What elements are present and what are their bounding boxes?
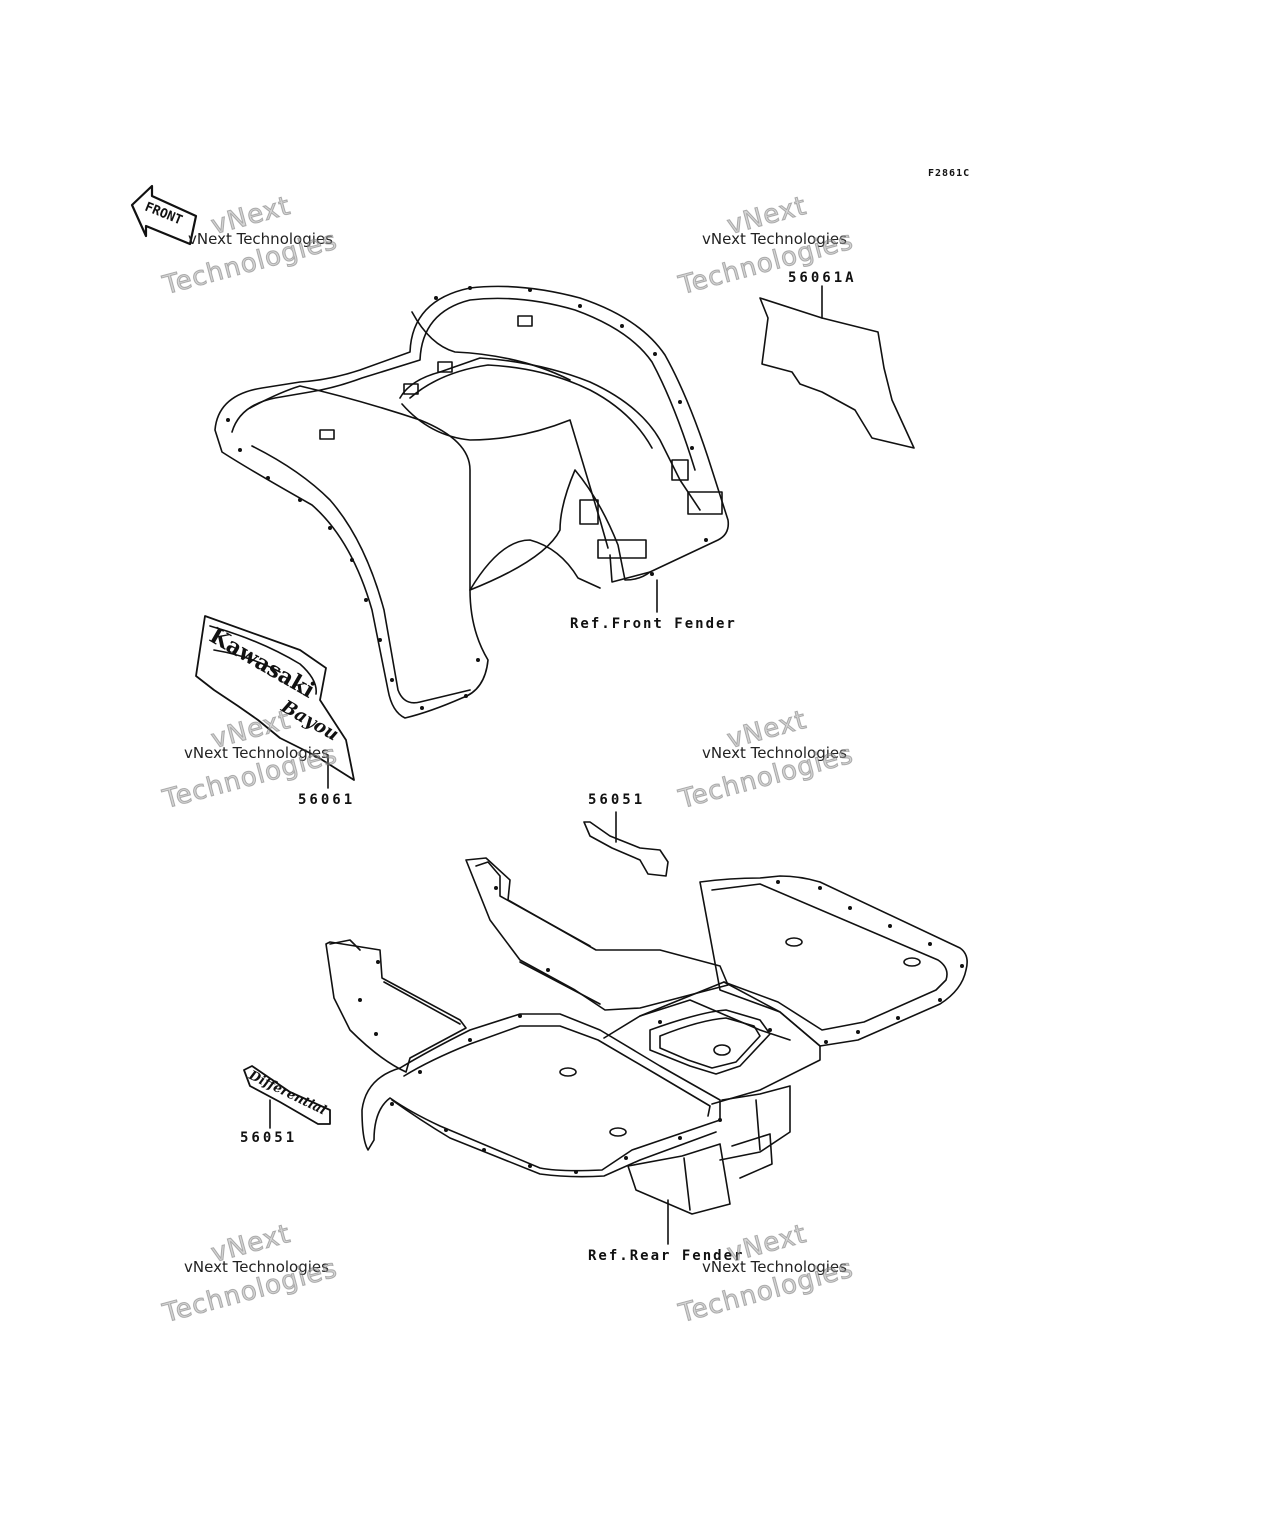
front-fender bbox=[214, 285, 730, 719]
decal-56061-kawasaki bbox=[195, 615, 355, 781]
decal-kawasaki-text: Kawasaki bbox=[205, 623, 319, 704]
watermark-small-4: vNext Technologies bbox=[702, 744, 847, 762]
decal-differential-text: Differential bbox=[245, 1068, 328, 1119]
part-label-56051-bottom: 56051 bbox=[240, 1130, 298, 1146]
watermark-small-6: vNext Technologies bbox=[702, 1258, 847, 1276]
watermark-small-1: vNext Technologies bbox=[188, 230, 333, 248]
rear-fender bbox=[325, 857, 968, 1215]
decal-56051-differential bbox=[243, 1065, 331, 1125]
watermark-small-3: vNext Technologies bbox=[184, 744, 329, 762]
part-label-56061a: 56061A bbox=[788, 270, 857, 286]
part-label-56061: 56061 bbox=[298, 792, 356, 808]
ref-front-fender-label: Ref.Front Fender bbox=[570, 616, 737, 632]
front-direction-arrow bbox=[130, 184, 198, 246]
ref-rear-fender-label: Ref.Rear Fender bbox=[588, 1248, 745, 1264]
decal-56051-strip bbox=[583, 821, 669, 877]
part-label-56051-top: 56051 bbox=[588, 792, 646, 808]
watermark-small-2: vNext Technologies bbox=[702, 230, 847, 248]
decal-56061a bbox=[759, 297, 915, 449]
figure-code: F2861C bbox=[928, 168, 971, 179]
watermark-small-5: vNext Technologies bbox=[184, 1258, 329, 1276]
